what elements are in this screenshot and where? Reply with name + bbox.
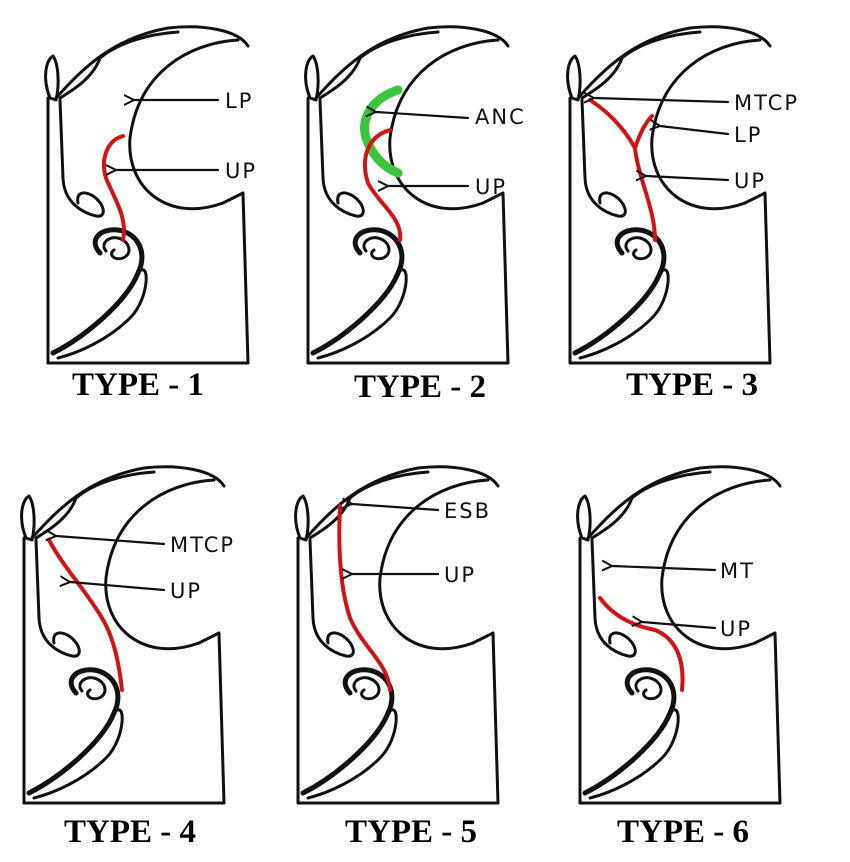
panel-type-6: MT UP	[578, 467, 780, 803]
red-highlight-stem	[633, 146, 657, 242]
red-highlight	[102, 134, 126, 242]
caption-type-4: TYPE - 4	[64, 814, 196, 850]
caption-type-1: TYPE - 1	[72, 367, 204, 403]
panel-type-4: MTCP UP	[22, 467, 235, 803]
caption-type-5: TYPE - 5	[345, 814, 477, 850]
label-mt: MT	[720, 559, 755, 583]
anatomy-sketch	[46, 27, 248, 363]
red-highlight	[47, 538, 124, 692]
panel-type-3: MTCP LP UP	[568, 27, 799, 363]
label-up: UP	[225, 159, 257, 183]
red-highlight	[363, 128, 403, 242]
arrow-mt	[612, 566, 717, 570]
label-esb: ESB	[444, 499, 491, 523]
arrow-up	[642, 622, 717, 630]
label-mtcp: MTCP	[170, 533, 235, 557]
panel-type-1: LP UP	[46, 27, 257, 363]
label-up: UP	[720, 617, 752, 641]
arrow-esb	[352, 504, 440, 512]
green-highlight	[360, 85, 403, 178]
label-up: UP	[734, 169, 766, 193]
anatomy-sketch	[22, 467, 224, 803]
label-lp: LP	[225, 89, 253, 113]
arrow-mtcp	[56, 536, 166, 546]
label-lp: LP	[734, 123, 762, 147]
arrow-up	[646, 176, 730, 180]
label-anc: ANC	[475, 105, 526, 129]
panel-type-5: ESB UP	[296, 467, 498, 803]
label-mtcp: MTCP	[734, 91, 799, 115]
caption-type-3: TYPE - 3	[626, 367, 758, 403]
anatomy-sketch	[568, 27, 770, 363]
caption-type-6: TYPE - 6	[617, 814, 749, 850]
label-up: UP	[444, 563, 476, 587]
caption-type-2: TYPE - 2	[354, 369, 486, 405]
red-highlight	[337, 504, 392, 692]
arrow-lp	[660, 126, 730, 136]
label-up: UP	[170, 579, 202, 603]
arrow-up	[70, 582, 166, 592]
arrow-mtcp	[594, 98, 730, 102]
arrow-anc	[376, 112, 470, 120]
red-highlight	[598, 596, 685, 692]
label-up: UP	[475, 175, 507, 199]
red-highlight-branch	[588, 98, 654, 150]
panel-type-2: ANC UP	[306, 27, 526, 363]
